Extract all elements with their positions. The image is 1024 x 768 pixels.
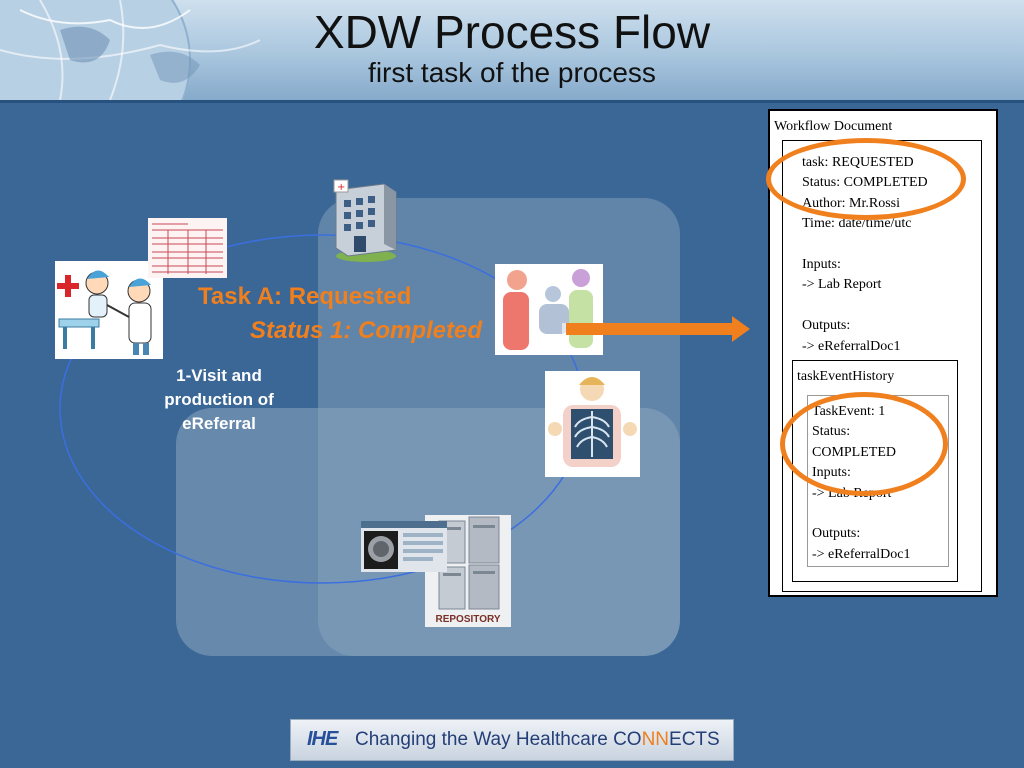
doc-line: -> eReferralDoc1 [802,338,901,354]
highlight-oval-task-status [766,138,966,220]
doctor-patient-image [55,261,163,359]
tagline-ects: ECTS [669,729,720,750]
page-title: XDW Process Flow [313,6,711,58]
footer-banner: IHE Changing the Way Healthcare CONNECTS [290,719,734,761]
event-line: -> eReferralDoc1 [812,546,911,562]
svg-text:+: + [337,182,345,193]
doc-line [802,296,928,316]
tagline-nn: NN [641,729,670,750]
status-label: Status 1: Completed [250,317,483,344]
globe-icon [0,0,261,100]
step-caption-line: 1-Visit and [176,366,262,385]
workflow-document-title: Workflow Document [774,119,893,134]
hospital-icon: + [333,179,397,262]
ihe-logo: IHE [307,728,338,750]
step-caption: 1-Visit and production of eReferral [140,364,298,436]
tagline-co: CO [613,729,642,750]
doc-line: -> Lab Report [802,277,882,293]
doc-line: Time: date/time/utc [802,216,912,232]
imaging-screen-image [361,521,447,572]
doc-line [802,235,928,255]
task-label: Task A: Requested [198,283,412,310]
referral-form-image [148,218,227,278]
step-caption-line: eReferral [182,414,256,433]
repository-label: REPOSITORY [435,614,501,625]
event-line: Outputs: [812,526,861,542]
task-event-history-title: taskEventHistory [797,369,895,384]
doc-line: Outputs: [802,318,851,334]
event-line [812,504,910,524]
xray-image [545,371,640,477]
title-banner: XDW Process Flow first task of the proce… [0,0,1024,103]
tagline-start: Changing the Way Healthcare [355,729,614,750]
footer-tagline: Changing the Way Healthcare CONNECTS [355,729,720,751]
doc-line: Inputs: [802,256,841,272]
page-subtitle: first task of the process [368,57,656,88]
people-image [495,264,603,355]
highlight-oval-event-status [780,392,948,496]
arrow-right-icon [562,316,750,342]
step-caption-line: production of [164,390,274,409]
